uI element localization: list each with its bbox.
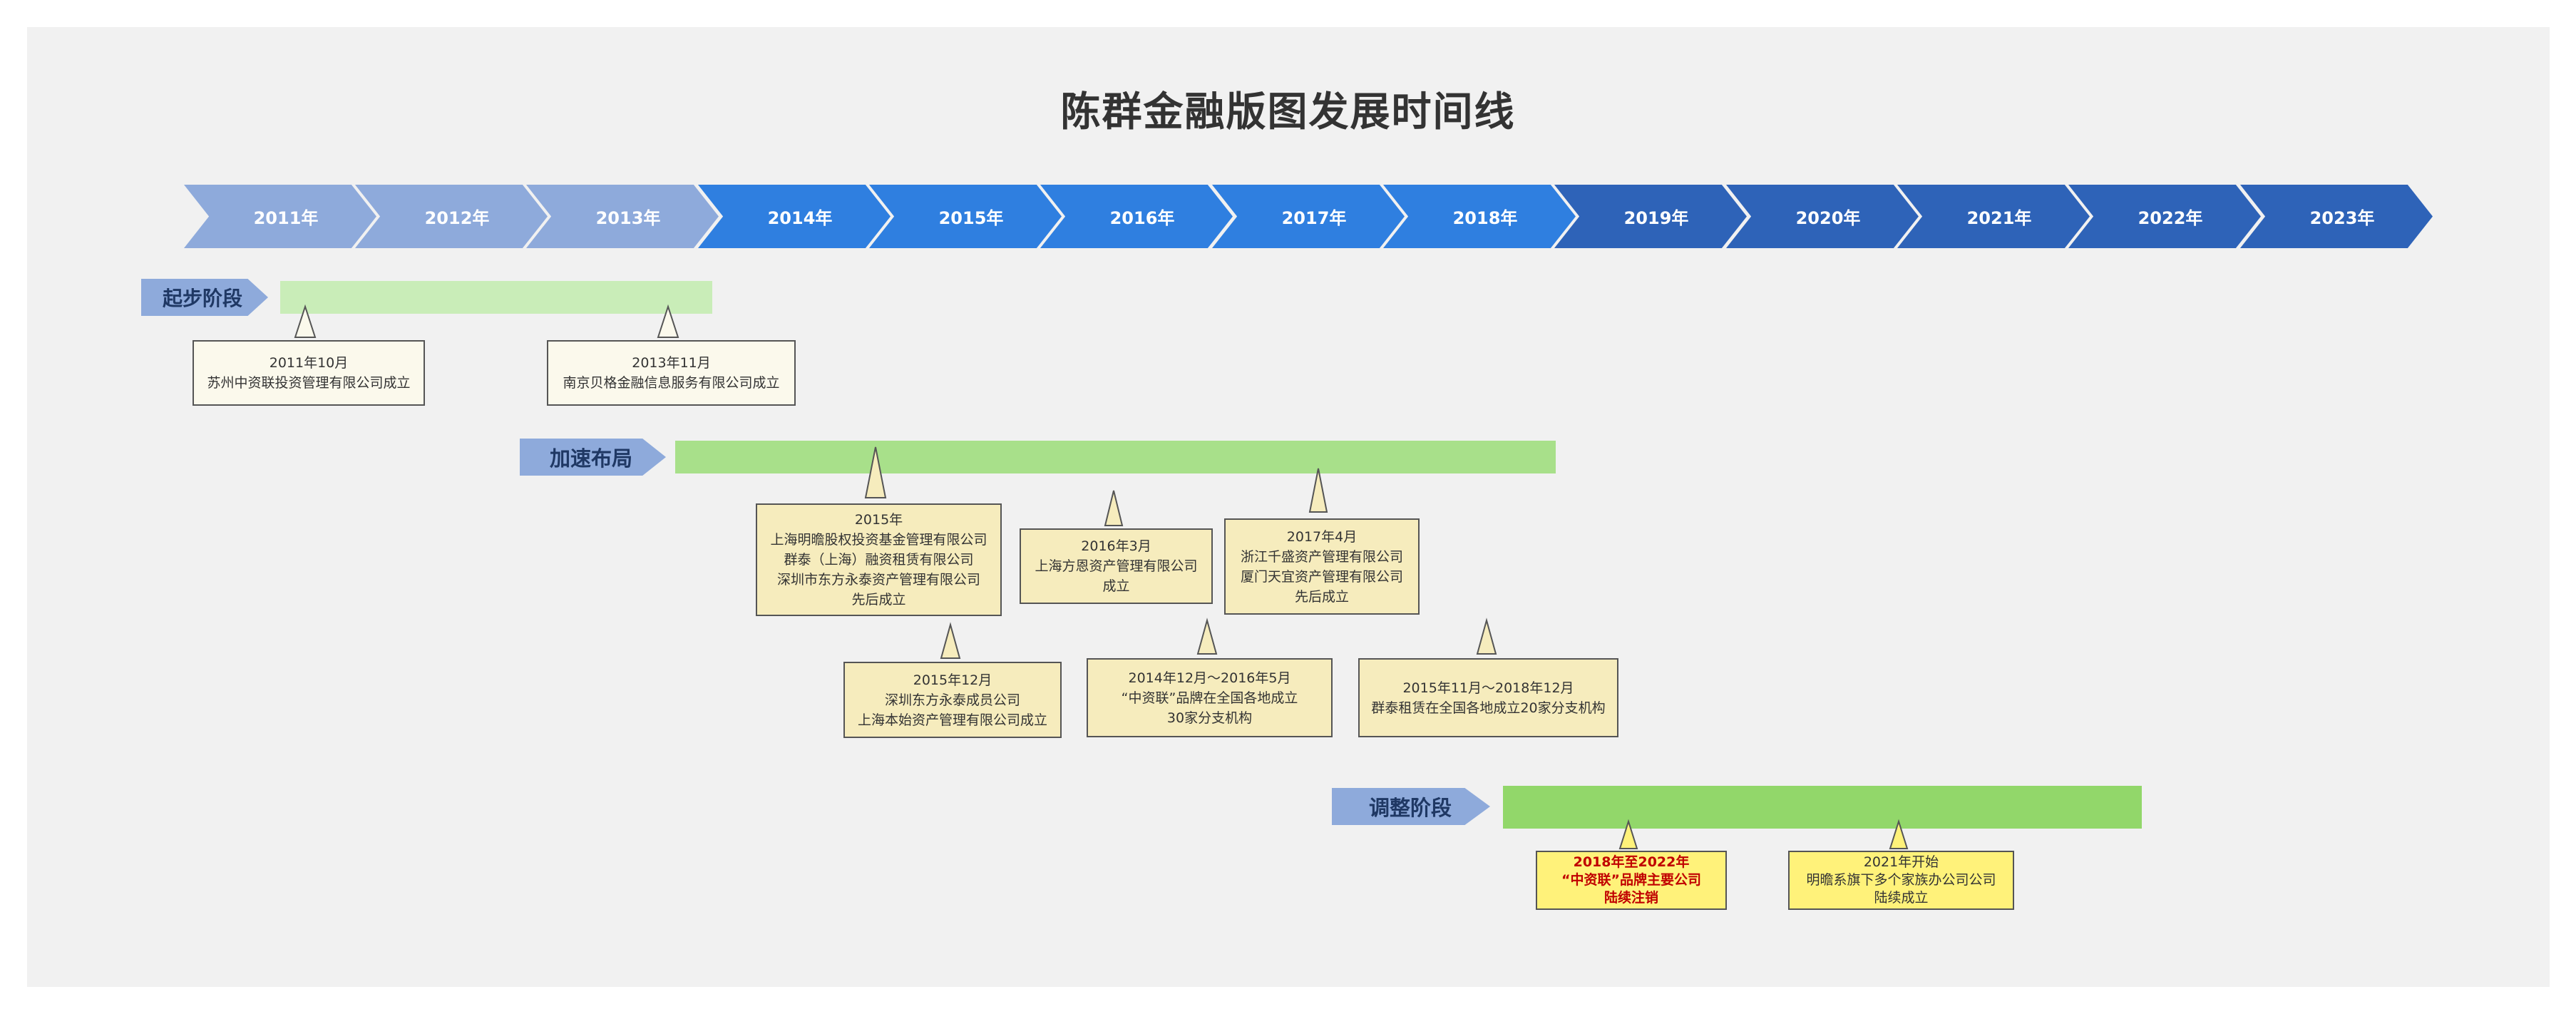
stage-label: 起步阶段 bbox=[163, 287, 243, 310]
event-box-e6: 2015年12月 深圳东方永泰成员公司 上海本始资产管理有限公司成立 bbox=[843, 662, 1062, 738]
year-label: 2017年 bbox=[1281, 208, 1347, 228]
year-label: 2018年 bbox=[1452, 208, 1518, 228]
event-line: 先后成立 bbox=[851, 592, 906, 608]
event-line: “中资联”品牌在全国各地成立 bbox=[1121, 690, 1298, 706]
year-arrow-2016: 2016年 bbox=[1040, 185, 1233, 248]
event-line: 先后成立 bbox=[1294, 588, 1349, 605]
event-box-e5: 2017年4月 浙江千盛资产管理有限公司 厦门天宜资产管理有限公司 先后成立 bbox=[1224, 518, 1420, 615]
event-line: 2017年4月 bbox=[1286, 528, 1358, 545]
event-line: 群泰（上海）融资租赁有限公司 bbox=[784, 552, 974, 568]
event-line: 陆续成立 bbox=[1874, 890, 1929, 906]
event-box-e4: 2016年3月 上海方恩资产管理有限公司 成立 bbox=[1020, 528, 1213, 604]
year-label: 2020年 bbox=[1795, 208, 1861, 228]
stage-label: 加速布局 bbox=[550, 446, 633, 471]
event-box-e3: 2015年 上海明曕股权投资基金管理有限公司 群泰（上海）融资租赁有限公司 深圳… bbox=[756, 503, 1002, 616]
event-line: 明曕系旗下多个家族办公司公司 bbox=[1806, 872, 1996, 888]
stage-label: 调整阶段 bbox=[1369, 796, 1452, 820]
event-line: 群泰租赁在全国各地成立20家分支机构 bbox=[1371, 700, 1606, 716]
event-line: 上海明曕股权投资基金管理有限公司 bbox=[770, 532, 987, 548]
stage-tag-start: 起步阶段 bbox=[141, 279, 268, 316]
event-line: 2015年 bbox=[854, 512, 903, 528]
event-line: 2011年10月 bbox=[269, 355, 349, 371]
year-arrow-2022: 2022年 bbox=[2068, 185, 2261, 248]
year-label: 2011年 bbox=[253, 208, 319, 228]
year-label: 2016年 bbox=[1109, 208, 1175, 228]
event-line: 浙江千盛资产管理有限公司 bbox=[1240, 548, 1403, 565]
year-arrow-2015: 2015年 bbox=[869, 185, 1062, 248]
year-arrow-2011: 2011年 bbox=[184, 185, 376, 248]
year-arrow-2014: 2014年 bbox=[698, 185, 891, 248]
event-line: 2014年12月～2016年5月 bbox=[1128, 670, 1291, 686]
year-arrow-2018: 2018年 bbox=[1383, 185, 1576, 248]
year-label: 2023年 bbox=[2309, 208, 2375, 228]
year-label: 2019年 bbox=[1623, 208, 1689, 228]
event-line: 深圳东方永泰成员公司 bbox=[884, 692, 1020, 708]
event-line: 2013年11月 bbox=[632, 355, 711, 371]
year-label: 2014年 bbox=[767, 208, 833, 228]
year-arrow-2021: 2021年 bbox=[1897, 185, 2090, 248]
event-line: 成立 bbox=[1102, 578, 1130, 594]
event-line: 2018年至2022年 bbox=[1573, 854, 1690, 870]
year-arrow-2019: 2019年 bbox=[1554, 185, 1747, 248]
year-arrow-2013: 2013年 bbox=[526, 185, 719, 248]
stage-tag-accelerate: 加速布局 bbox=[520, 439, 666, 476]
year-label: 2013年 bbox=[595, 208, 661, 228]
year-arrow-2012: 2012年 bbox=[355, 185, 548, 248]
event-line: 2021年开始 bbox=[1863, 854, 1939, 870]
event-line: 苏州中资联投资管理有限公司成立 bbox=[207, 375, 411, 391]
diagram-title: 陈群金融版图发展时间线 bbox=[1060, 89, 1516, 135]
year-arrow-2017: 2017年 bbox=[1212, 185, 1405, 248]
event-box-e1: 2011年10月 苏州中资联投资管理有限公司成立 bbox=[193, 340, 425, 406]
event-box-e8: 2015年11月～2018年12月 群泰租赁在全国各地成立20家分支机构 bbox=[1358, 658, 1618, 737]
event-line: 2015年12月 bbox=[913, 672, 992, 688]
event-line: 30家分支机构 bbox=[1166, 710, 1253, 726]
stage-bar-adjust bbox=[1503, 786, 2142, 829]
event-line: 2015年11月～2018年12月 bbox=[1402, 680, 1574, 696]
year-arrow-2020: 2020年 bbox=[1726, 185, 1919, 248]
year-label: 2012年 bbox=[424, 208, 490, 228]
stage-bar-accelerate bbox=[675, 441, 1556, 473]
year-label: 2021年 bbox=[1966, 208, 2032, 228]
event-line: 2016年3月 bbox=[1081, 538, 1151, 554]
event-line: 上海方恩资产管理有限公司 bbox=[1035, 558, 1198, 574]
event-line: 厦门天宜资产管理有限公司 bbox=[1240, 568, 1403, 585]
year-label: 2015年 bbox=[938, 208, 1004, 228]
stage-bar-start bbox=[280, 281, 712, 314]
event-box-e10: 2021年开始 明曕系旗下多个家族办公司公司 陆续成立 bbox=[1788, 851, 2014, 910]
year-arrow-2023: 2023年 bbox=[2240, 185, 2433, 248]
event-line: 上海本始资产管理有限公司成立 bbox=[857, 712, 1047, 728]
event-line: 陆续注销 bbox=[1603, 890, 1658, 906]
event-box-e9: 2018年至2022年 “中资联”品牌主要公司 陆续注销 bbox=[1536, 851, 1727, 910]
event-box-e7: 2014年12月～2016年5月 “中资联”品牌在全国各地成立 30家分支机构 bbox=[1087, 658, 1333, 737]
year-label: 2022年 bbox=[2138, 208, 2203, 228]
event-box-e2: 2013年11月 南京贝格金融信息服务有限公司成立 bbox=[547, 340, 796, 406]
event-line: 南京贝格金融信息服务有限公司成立 bbox=[563, 375, 780, 391]
event-line: 深圳市东方永泰资产管理有限公司 bbox=[776, 572, 980, 588]
stage-tag-adjust: 调整阶段 bbox=[1332, 788, 1490, 825]
diagram-canvas bbox=[27, 27, 2550, 987]
event-line: “中资联”品牌主要公司 bbox=[1561, 872, 1701, 888]
